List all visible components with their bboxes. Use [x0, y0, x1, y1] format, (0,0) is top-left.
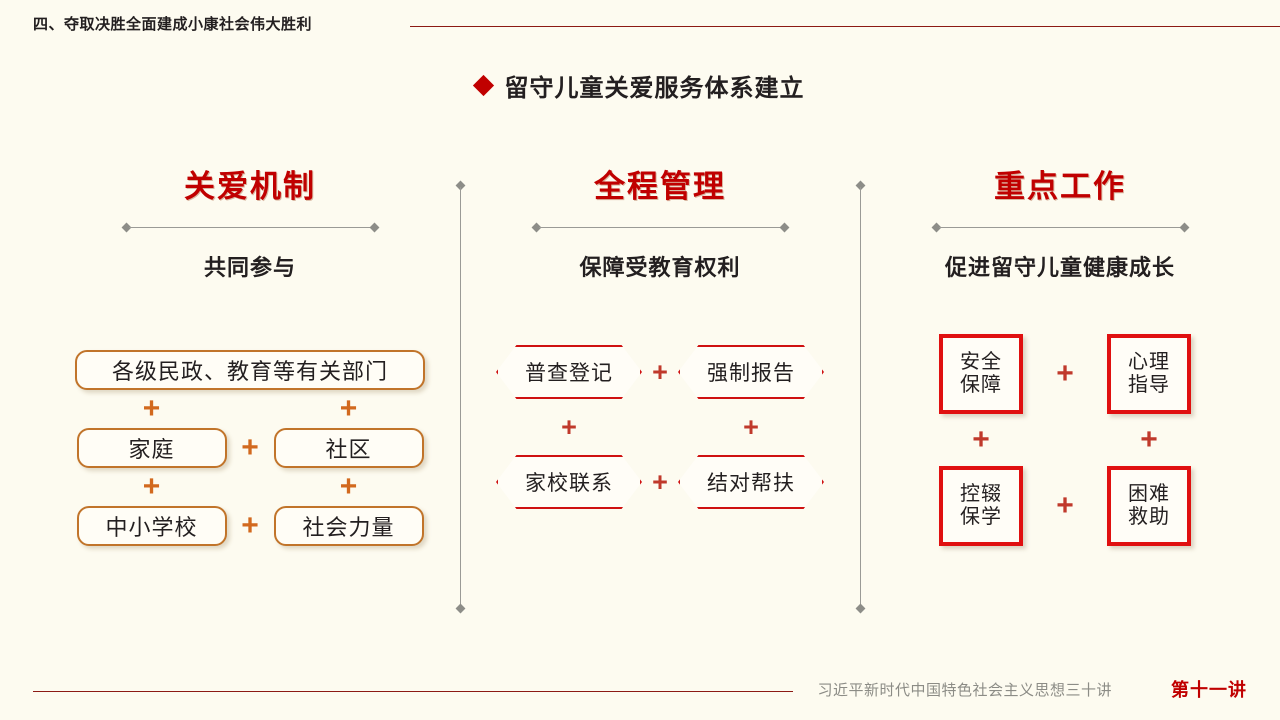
item-row: 家校联系 + 结对帮扶 [460, 455, 860, 509]
item-label-line1: 困难 [1128, 483, 1170, 505]
item-hexagon[interactable]: 强制报告 [678, 345, 824, 399]
column-items: 普查登记 + 强制报告 + + [460, 345, 860, 509]
item-label-line1: 安全 [960, 351, 1002, 373]
column-heading: 重点工作 [994, 169, 1126, 204]
item-row: 普查登记 + 强制报告 [460, 345, 860, 399]
plus-row: + + [920, 414, 1210, 466]
separator-bar [538, 226, 782, 228]
plus-icon: + [561, 411, 577, 442]
plus-icon: + [1056, 357, 1074, 390]
plus-icon: + [972, 423, 990, 456]
plus-icon: + [241, 431, 259, 464]
item-label: 结对帮扶 [707, 472, 795, 495]
item-label: 普查登记 [525, 362, 613, 385]
item-box[interactable]: 家庭 [76, 428, 227, 468]
hexagon-shape [678, 455, 824, 509]
column-care-mechanism: 关爱机制 共同参与 各级民政、教育等有关部门 + + 家庭 + 社区 [40, 160, 460, 546]
heading-separator [531, 222, 789, 233]
hexagon-shape [496, 345, 642, 399]
footer-lecture-badge: 第十一讲 [1171, 680, 1247, 701]
plus-icon: + [1140, 423, 1158, 456]
plus-icon: + [142, 392, 161, 425]
heading-separator [121, 222, 379, 233]
header-rule [410, 26, 1280, 27]
plus-icon: + [1056, 489, 1074, 522]
item-hexagon[interactable]: 家校联系 [496, 455, 642, 509]
item-box[interactable]: 各级民政、教育等有关部门 [75, 350, 425, 390]
column-heading: 全程管理 [594, 169, 726, 204]
footer-rule [33, 691, 793, 692]
columns-container: 关爱机制 共同参与 各级民政、教育等有关部门 + + 家庭 + 社区 [0, 160, 1280, 630]
column-key-work: 重点工作 促进留守儿童健康成长 安全 保障 + [860, 160, 1260, 546]
column-heading: 关爱机制 [184, 169, 316, 204]
plus-row: + + [40, 468, 460, 506]
item-row: 家庭 + 社区 [40, 428, 460, 468]
item-hexagon[interactable]: 结对帮扶 [678, 455, 824, 509]
column-divider-2 [855, 180, 866, 614]
item-square[interactable]: 控辍 保学 [939, 466, 1023, 546]
section-title: 四、夺取决胜全面建成小康社会伟大胜利 [33, 16, 313, 33]
diamond-icon [472, 74, 494, 97]
column-items: 安全 保障 + 心理 指导 + + [920, 334, 1210, 546]
item-label-line2: 救助 [1128, 506, 1170, 528]
item-box[interactable]: 社区 [273, 428, 424, 468]
slide-title-text: 留守儿童关爱服务体系建立 [504, 75, 805, 102]
separator-bar [128, 226, 372, 228]
divider-bar [860, 187, 861, 607]
item-square[interactable]: 安全 保障 [939, 334, 1023, 414]
item-hexagon[interactable]: 普查登记 [496, 345, 642, 399]
item-box[interactable]: 社会力量 [273, 506, 424, 546]
column-subheading: 促进留守儿童健康成长 [944, 255, 1175, 281]
item-label-line2: 保障 [960, 374, 1002, 396]
separator-diamond-right-icon [1179, 222, 1189, 233]
divider-diamond-bottom-icon [455, 603, 466, 614]
hexagon-shape [496, 455, 642, 509]
item-label-line1: 心理 [1128, 351, 1170, 373]
slide-title: 留守儿童关爱服务体系建立 [0, 68, 1280, 103]
plus-icon: + [339, 470, 358, 503]
heading-separator [931, 222, 1189, 233]
plus-icon: + [743, 411, 759, 442]
item-row: 安全 保障 + 心理 指导 [920, 334, 1210, 414]
item-box[interactable]: 中小学校 [76, 506, 227, 546]
divider-diamond-bottom-icon [855, 603, 866, 614]
separator-diamond-right-icon [369, 222, 379, 233]
plus-icon: + [652, 356, 668, 387]
footer-series-title: 习近平新时代中国特色社会主义思想三十讲 [817, 682, 1112, 699]
plus-icon: + [652, 466, 668, 497]
item-label: 强制报告 [707, 362, 795, 385]
item-row: 中小学校 + 社会力量 [40, 506, 460, 546]
item-label-line2: 指导 [1128, 374, 1170, 396]
hexagon-shape [678, 345, 824, 399]
item-label: 家校联系 [525, 472, 613, 495]
separator-bar [938, 226, 1182, 228]
plus-icon: + [142, 470, 161, 503]
item-label-line1: 控辍 [960, 483, 1002, 505]
column-whole-process-management: 全程管理 保障受教育权利 普查登记 + [460, 160, 860, 509]
item-label-line2: 保学 [960, 506, 1002, 528]
plus-row: + + [460, 399, 860, 455]
item-square[interactable]: 困难 救助 [1107, 466, 1191, 546]
divider-bar [460, 187, 461, 607]
item-row: 控辍 保学 + 困难 救助 [920, 466, 1210, 546]
plus-row: + + [40, 390, 460, 428]
plus-icon: + [241, 509, 259, 542]
column-subheading: 保障受教育权利 [579, 255, 741, 281]
column-subheading: 共同参与 [203, 255, 296, 281]
column-divider-1 [455, 180, 466, 614]
column-items: 各级民政、教育等有关部门 + + 家庭 + 社区 + + 中小 [40, 350, 460, 546]
item-square[interactable]: 心理 指导 [1107, 334, 1191, 414]
separator-diamond-right-icon [779, 222, 789, 233]
plus-icon: + [339, 392, 358, 425]
